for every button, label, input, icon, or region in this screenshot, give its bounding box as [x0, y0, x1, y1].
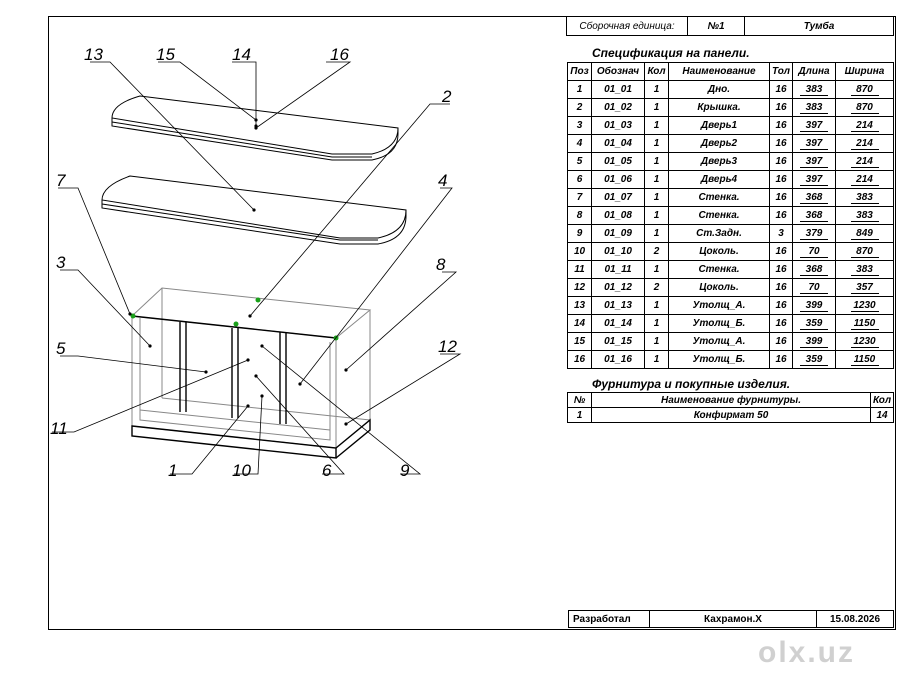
spec-dimension: 70 [800, 246, 828, 258]
spec-dimension: 214 [850, 120, 879, 132]
spec-dimension: 214 [850, 138, 879, 150]
leader-lines [52, 61, 462, 475]
callout-number: 15 [156, 45, 175, 64]
spec-dimension: 870 [850, 84, 879, 96]
spec-table: Поз Обознач Кол Наименование Тол Длина Ш… [567, 62, 894, 369]
spec-dimension: 379 [800, 228, 828, 240]
spec-dimension: 357 [850, 282, 879, 294]
hardware-header-row: № Наименование фурнитуры. Кол [567, 392, 894, 408]
spec-cell: 1150 [835, 350, 894, 369]
watermark-logo: olx.uz [758, 636, 856, 669]
spec-dimension: 870 [850, 102, 879, 114]
spec-dimension: 399 [800, 300, 828, 312]
header-block: Сборочная единица: №1 Тумба [566, 16, 894, 36]
callout-number: 14 [232, 45, 251, 64]
callout-number: 3 [56, 253, 66, 272]
spec-dimension: 1150 [850, 318, 879, 330]
spec-dimension: 383 [850, 264, 879, 276]
callout-number: 2 [441, 87, 452, 106]
spec-dimension: 849 [850, 228, 879, 240]
callout-number: 12 [438, 337, 457, 356]
middle-thickening-panel [101, 175, 407, 245]
header-name: Тумба [744, 16, 894, 36]
spec-cell: 383 [835, 206, 894, 225]
spec-dimension: 397 [800, 174, 828, 186]
callout-number: 4 [438, 171, 447, 190]
spec-cell: 849 [835, 224, 894, 243]
spec-dimension: 214 [850, 174, 879, 186]
header-label: Сборочная единица: [566, 16, 688, 36]
callout-number: 1 [168, 461, 177, 480]
hardware-title: Фурнитура и покупные изделия. [592, 377, 791, 391]
spec-dimension: 1230 [850, 300, 879, 312]
callout-number: 11 [50, 419, 68, 438]
callout-number: 10 [232, 461, 251, 480]
spec-cell: Утолщ_Б. [668, 350, 770, 369]
spec-dimension: 359 [800, 318, 828, 330]
callout-number: 8 [436, 255, 446, 274]
spec-title: Спецификация на панели. [592, 46, 750, 60]
cabinet-body [130, 287, 372, 449]
callout-number: 13 [84, 45, 103, 64]
spec-dimension: 368 [800, 192, 828, 204]
spec-dimension: 1150 [850, 354, 879, 366]
spec-dimension: 214 [850, 156, 879, 168]
callout-number: 5 [56, 339, 66, 358]
spec-dimension: 383 [850, 210, 879, 222]
spec-dimension: 368 [800, 264, 828, 276]
spec-dimension: 397 [800, 156, 828, 168]
spec-cell: 397 [792, 116, 836, 135]
spec-dimension: 383 [800, 102, 828, 114]
callout-number: 16 [330, 45, 349, 64]
spec-dimension: 1230 [850, 336, 879, 348]
spec-cell: 1230 [835, 296, 894, 315]
callout-number: 9 [400, 461, 410, 480]
spec-dimension: 383 [800, 84, 828, 96]
footer-date: 15.08.2026 [816, 610, 894, 628]
spec-dimension: 368 [800, 210, 828, 222]
spec-dimension: 359 [800, 354, 828, 366]
callout-number: 6 [322, 461, 332, 480]
spec-dimension: 399 [800, 336, 828, 348]
footer-author: Кахрамон.Х [649, 610, 817, 628]
hardware-cell: 14 [870, 407, 894, 423]
spec-dimension: 397 [800, 120, 828, 132]
spec-dimension: 383 [850, 192, 879, 204]
callout-number: 7 [56, 171, 66, 190]
leader-dots [128, 118, 348, 426]
drawing-frame [48, 16, 896, 630]
spec-dimension: 70 [800, 282, 828, 294]
spec-dimension: 870 [850, 246, 879, 258]
cabinet-doors [131, 315, 371, 459]
footer-stamp: Разработал Кахрамон.Х 15.08.2026 [568, 610, 894, 628]
spec-dimension: 397 [800, 138, 828, 150]
